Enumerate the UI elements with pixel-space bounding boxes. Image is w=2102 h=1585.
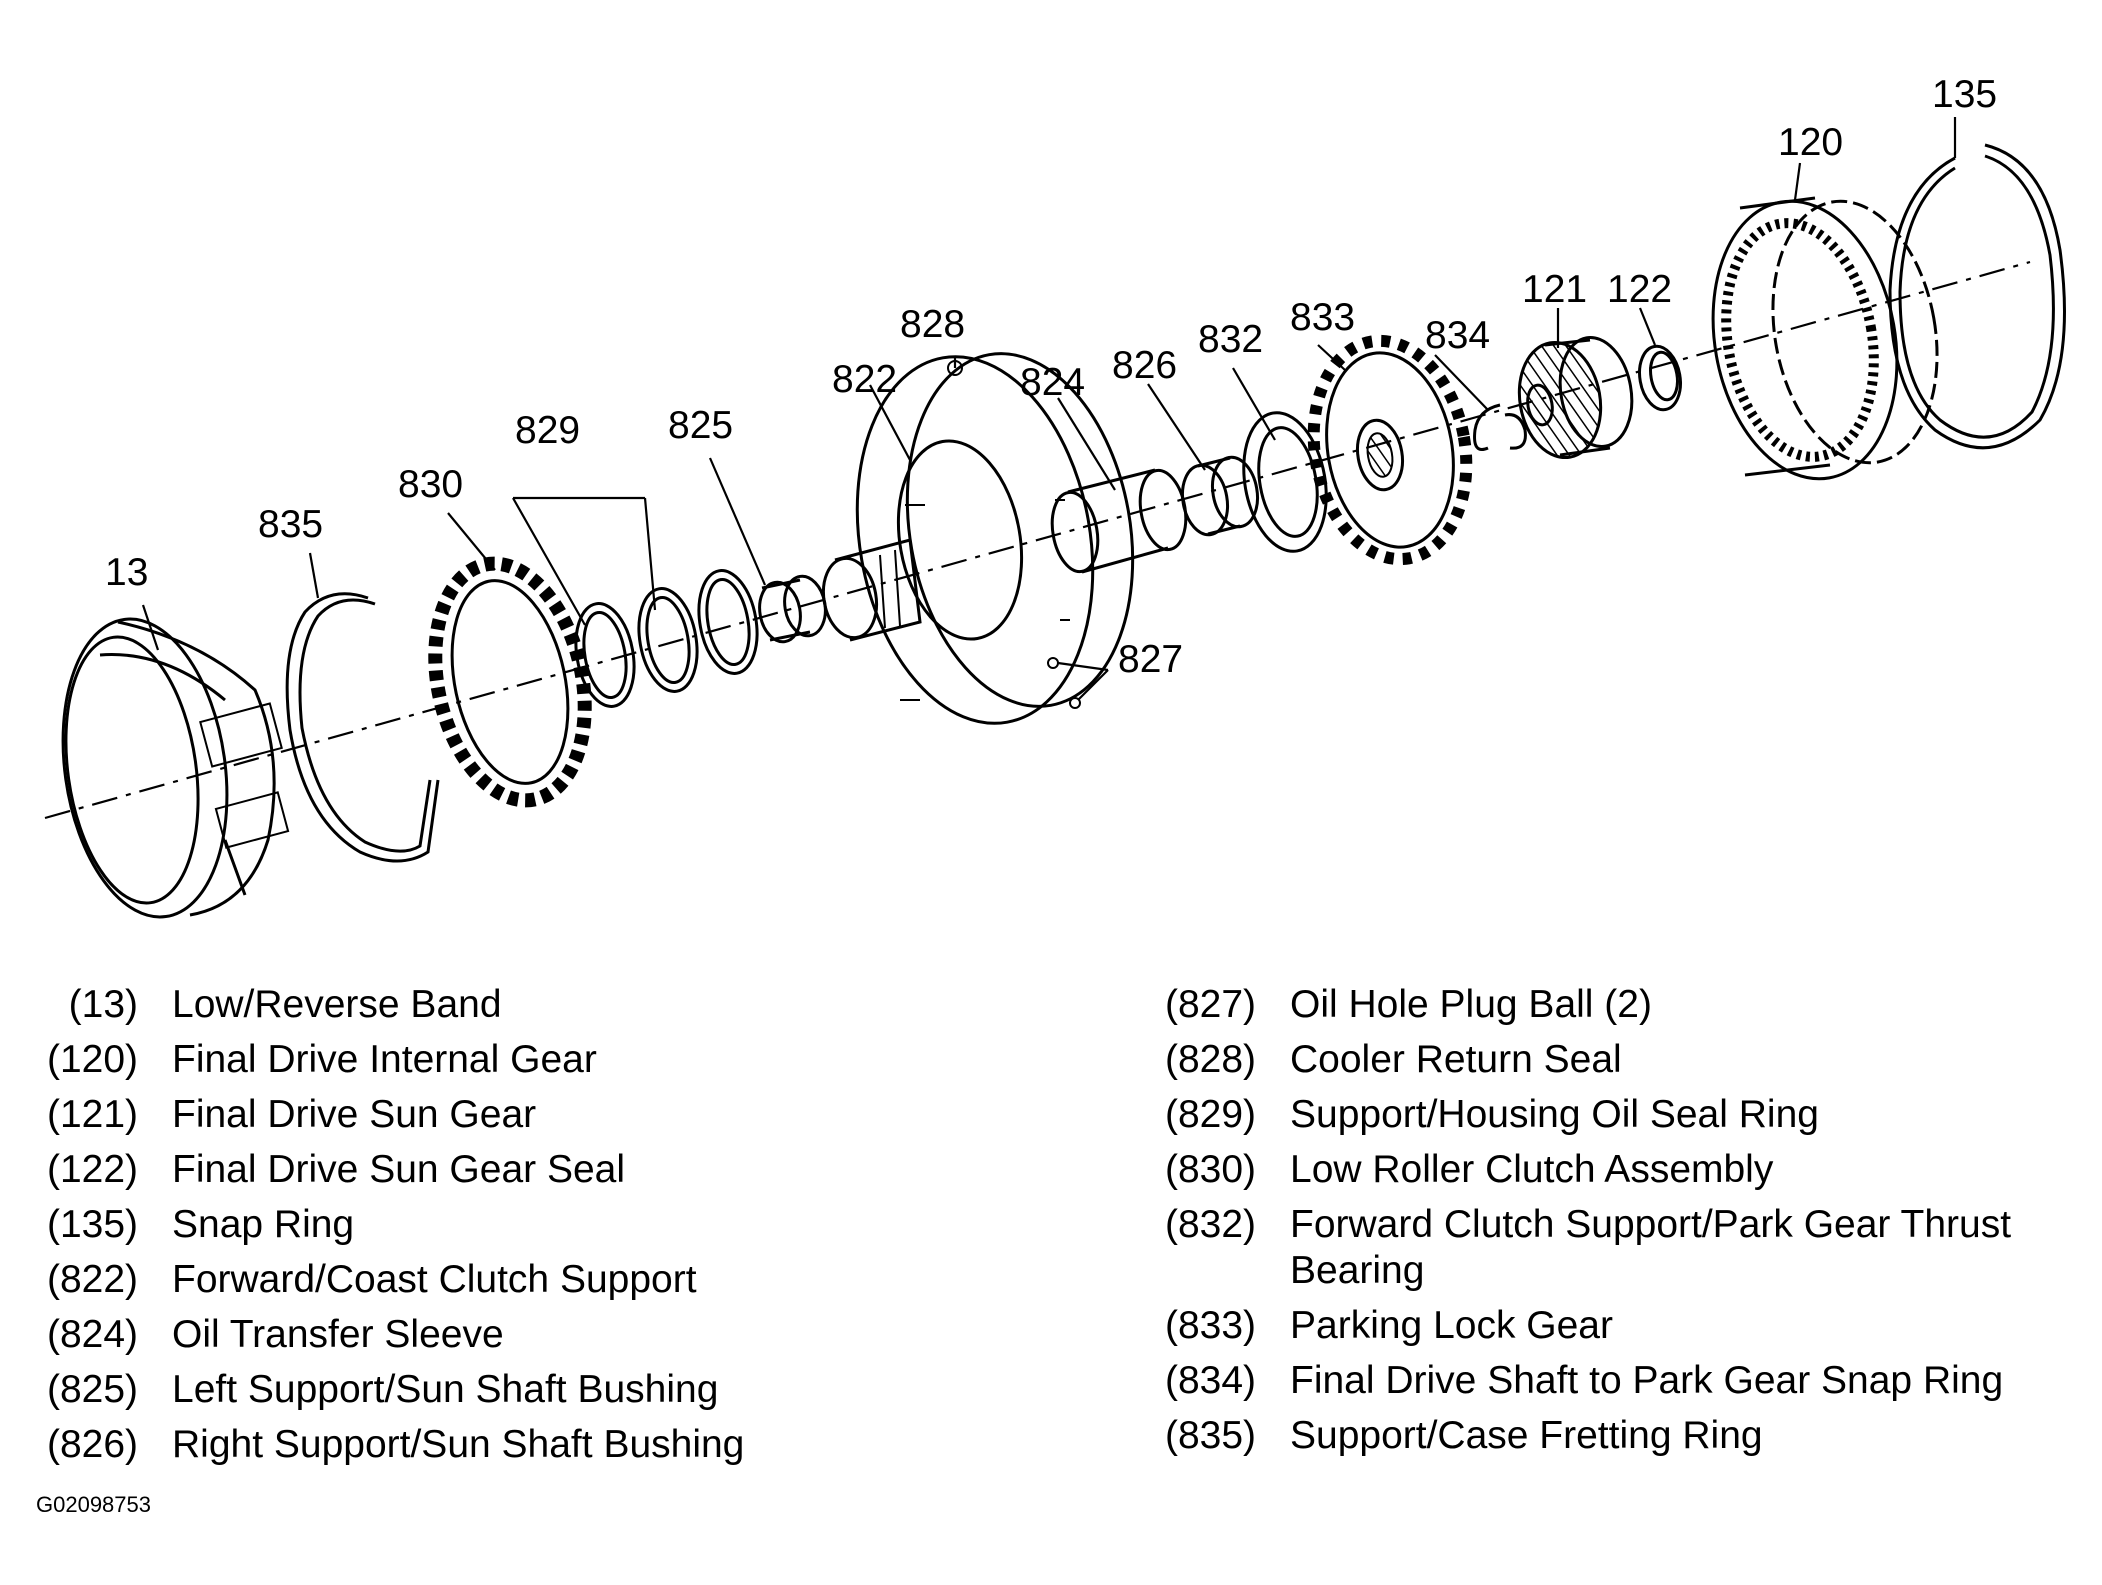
legend-description: Snap Ring: [172, 1203, 355, 1246]
final-drive-shaft-snap-ring-part: [1473, 403, 1527, 451]
legend-description: Parking Lock Gear: [1290, 1304, 1613, 1347]
legend-item: (828) Cooler Return Seal: [1158, 1037, 2088, 1083]
forward-coast-clutch-support-part: [821, 352, 1135, 725]
final-drive-sun-gear-part: [1517, 335, 1634, 460]
callout-826: 826: [1112, 344, 1177, 387]
callout-122: 122: [1607, 268, 1672, 311]
callout-121: 121: [1522, 268, 1587, 311]
callout-832: 832: [1198, 318, 1263, 361]
legend-number: (830): [1164, 1148, 1256, 1191]
oil-transfer-sleeve-part: [1050, 468, 1188, 574]
final-drive-internal-gear-part: [1711, 196, 1939, 481]
legend-description: Oil Hole Plug Ball (2): [1290, 983, 1652, 1026]
legend-description: Low Roller Clutch Assembly: [1290, 1148, 1774, 1191]
bushing-825-sleeve: [758, 574, 827, 644]
callout-825: 825: [668, 404, 733, 447]
legend-item: (824) Oil Transfer Sleeve: [32, 1312, 1112, 1358]
legend-item: (826) Right Support/Sun Shaft Bushing: [32, 1422, 1112, 1468]
callout-828: 828: [900, 303, 965, 346]
legend-description: Final Drive Sun Gear Seal: [172, 1148, 626, 1191]
legend-item: (832) Forward Clutch Support/Park Gear Th…: [1158, 1202, 2088, 1294]
legend-description: Final Drive Sun Gear: [172, 1093, 537, 1136]
legend-right-column: (827) Oil Hole Plug Ball (2) (828) Cooler …: [1158, 982, 2088, 1468]
left-support-sun-shaft-bushing-part: [697, 569, 759, 675]
legend-number: (122): [46, 1148, 138, 1191]
legend-number: (120): [46, 1038, 138, 1081]
legend-number: (835): [1164, 1414, 1256, 1457]
legend-item: (135) Snap Ring: [32, 1202, 1112, 1248]
legend-item: (833) Parking Lock Gear: [1158, 1303, 2088, 1349]
legend-number: (834): [1164, 1359, 1256, 1402]
support-housing-oil-seal-rings-part: [574, 587, 699, 708]
legend-description: Right Support/Sun Shaft Bushing: [172, 1423, 745, 1466]
legend-description: Forward/Coast Clutch Support: [172, 1258, 697, 1301]
callout-824: 824: [1020, 361, 1085, 404]
callout-120: 120: [1778, 121, 1843, 164]
snap-ring-135-part: [1888, 143, 2066, 450]
legend-number: (121): [46, 1093, 138, 1136]
legend-description: Final Drive Shaft to Park Gear Snap Ring: [1290, 1359, 2004, 1402]
legend-number: (822): [46, 1258, 138, 1301]
legend-item: (13) Low/Reverse Band: [32, 982, 1112, 1028]
legend-number: (13): [68, 983, 138, 1026]
callout-835: 835: [258, 503, 323, 546]
leader-lines: [141, 117, 1957, 701]
legend-item: (822) Forward/Coast Clutch Support: [32, 1257, 1112, 1303]
legend-item: (122) Final Drive Sun Gear Seal: [32, 1147, 1112, 1193]
right-support-sun-shaft-bushing-part: [1180, 455, 1260, 537]
legend-number: (833): [1164, 1304, 1256, 1347]
legend-left-column: (13) Low/Reverse Band (120) Final Drive In…: [32, 982, 1112, 1477]
callout-834: 834: [1425, 314, 1490, 357]
low-roller-clutch-assembly-part: [428, 556, 592, 808]
legend-description: Cooler Return Seal: [1290, 1038, 1622, 1081]
callout-827: 827: [1118, 638, 1183, 681]
parking-lock-gear-part: [1307, 334, 1473, 566]
legend-number: (832): [1164, 1203, 1256, 1246]
exploded-view-diagram: 13 835 830 829 825 822 828 824 826 832 8…: [44, 73, 2066, 919]
callout-830: 830: [398, 463, 463, 506]
legend-item: (834) Final Drive Shaft to Park Gear Snap…: [1158, 1358, 2088, 1404]
legend-description: Forward Clutch Support/Park Gear Thrust …: [1290, 1203, 2012, 1292]
legend-item: (121) Final Drive Sun Gear: [32, 1092, 1112, 1138]
legend-item: (825) Left Support/Sun Shaft Bushing: [32, 1367, 1112, 1413]
legend-description: Final Drive Internal Gear: [172, 1038, 597, 1081]
legend-item: (120) Final Drive Internal Gear: [32, 1037, 1112, 1083]
callout-822: 822: [832, 358, 897, 401]
legend-number: (825): [46, 1368, 138, 1411]
callout-135: 135: [1932, 73, 1997, 116]
legend-description: Support/Case Fretting Ring: [1290, 1414, 1763, 1457]
final-drive-sun-gear-seal-part: [1638, 344, 1682, 412]
legend-description: Left Support/Sun Shaft Bushing: [172, 1368, 719, 1411]
legend-description: Low/Reverse Band: [172, 983, 502, 1026]
image-code: G02098753: [36, 1492, 151, 1517]
legend-number: (828): [1164, 1038, 1256, 1081]
callout-829: 829: [515, 409, 580, 452]
legend-number: (827): [1164, 983, 1256, 1026]
legend-item: (829) Support/Housing Oil Seal Ring: [1158, 1092, 2088, 1138]
legend-number: (135): [46, 1203, 138, 1246]
legend-description: Oil Transfer Sleeve: [172, 1313, 504, 1356]
legend-item: (835) Support/Case Fretting Ring: [1158, 1413, 2088, 1459]
legend-number: (826): [46, 1423, 138, 1466]
legend-number: (829): [1164, 1093, 1256, 1136]
legend-item: (827) Oil Hole Plug Ball (2): [1158, 982, 2088, 1028]
support-case-fretting-ring-part: [285, 592, 440, 863]
legend-number: (824): [46, 1313, 138, 1356]
callout-13: 13: [105, 551, 148, 594]
legend-item: (830) Low Roller Clutch Assembly: [1158, 1147, 2088, 1193]
callout-833: 833: [1290, 296, 1355, 339]
center-axis-line: [44, 260, 2031, 820]
low-reverse-band-part: [61, 617, 290, 919]
legend-description: Support/Housing Oil Seal Ring: [1290, 1093, 1819, 1136]
